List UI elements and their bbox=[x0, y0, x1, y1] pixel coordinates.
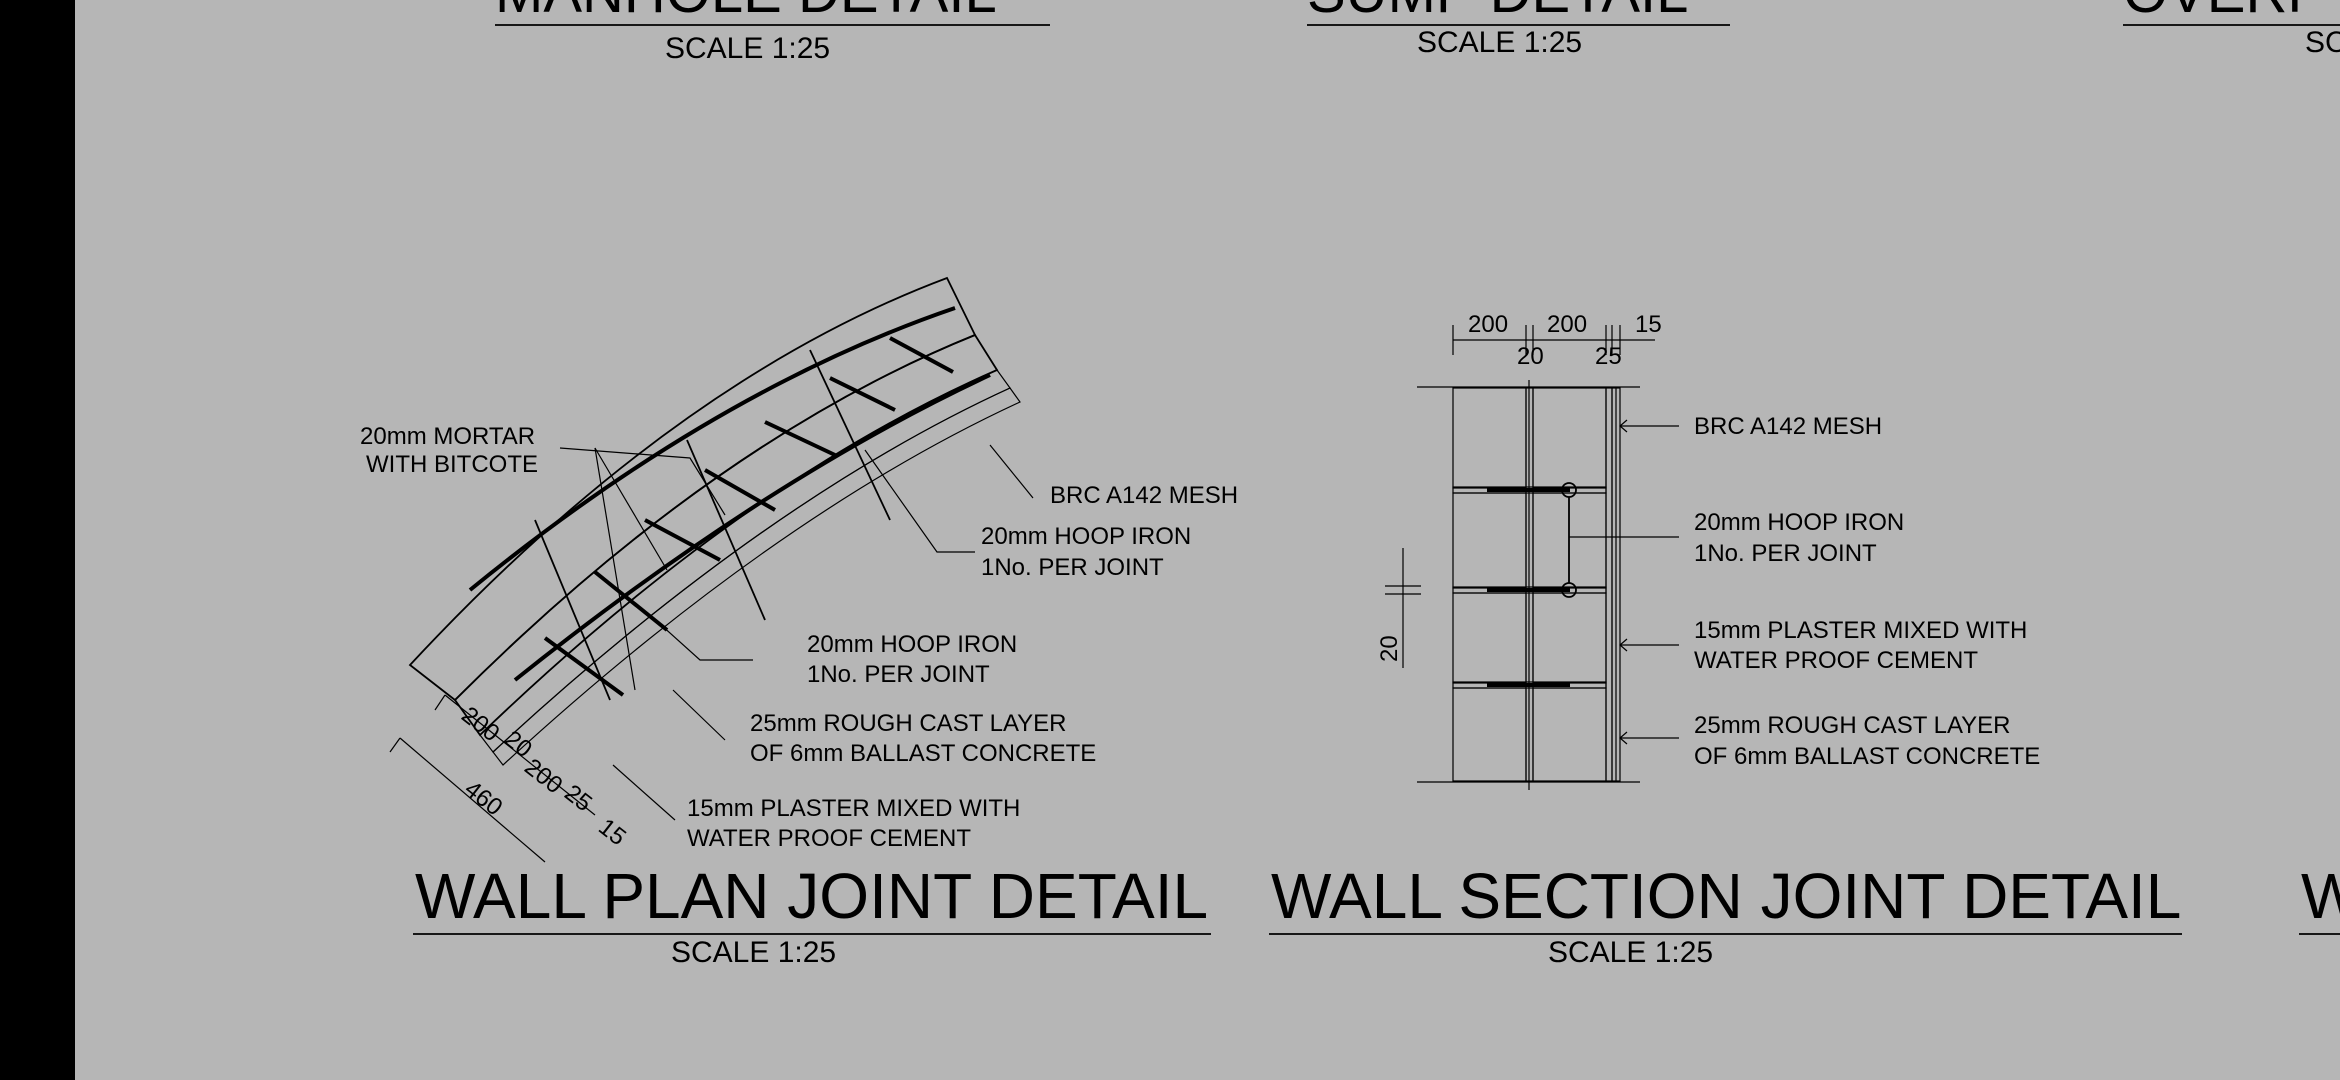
plan-label-hoop-b-2: 1No. PER JOINT bbox=[807, 661, 990, 688]
section-label-rough-1: 25mm ROUGH CAST LAYER bbox=[1694, 712, 2011, 739]
section-dim-200a: 200 bbox=[1468, 311, 1508, 338]
section-dim-15: 15 bbox=[1635, 311, 1662, 338]
manhole-detail-header: MANHOLE DETAIL SCALE 1:25 bbox=[495, 0, 1050, 65]
manhole-scale: SCALE 1:25 bbox=[665, 32, 830, 65]
section-scale: SCALE 1:25 bbox=[1548, 936, 1713, 969]
section-dim-25: 25 bbox=[1595, 343, 1622, 370]
plan-label-hoop-b-1: 20mm HOOP IRON bbox=[807, 631, 1017, 658]
section-title: WALL SECTION JOINT DETAIL bbox=[1271, 860, 2181, 932]
plan-label-plaster-2: WATER PROOF CEMENT bbox=[687, 825, 971, 852]
drawing-sheet: MANHOLE DETAIL SCALE 1:25 SUMP DETAIL SC… bbox=[360, 0, 2340, 969]
plan-dim-200a: 200 bbox=[456, 701, 504, 747]
wall-section-title-block: WALL SECTION JOINT DETAIL SCALE 1:25 bbox=[1269, 860, 2182, 969]
section-dim-joint: 20 bbox=[1376, 635, 1403, 662]
plan-label-hoop-a-2: 1No. PER JOINT bbox=[981, 554, 1164, 581]
plan-scale: SCALE 1:25 bbox=[671, 936, 836, 969]
plan-label-rough-2: OF 6mm BALLAST CONCRETE bbox=[750, 740, 1096, 767]
section-label-brc: BRC A142 MESH bbox=[1694, 413, 1882, 440]
wall-section-labels: 200 200 15 20 25 20 BRC A142 MESH 20mm H… bbox=[1376, 311, 2040, 770]
plan-label-plaster-1: 15mm PLASTER MIXED WITH bbox=[687, 795, 1020, 822]
sump-detail-header: SUMP DETAIL SCALE 1:25 bbox=[1307, 0, 1730, 59]
right-partial-title-block: WAL bbox=[2299, 860, 2340, 935]
wall-plan-labels: 20mm MORTAR WITH BITCOTE BRC A142 MESH 2… bbox=[360, 423, 1238, 852]
section-label-hoop-1: 20mm HOOP IRON bbox=[1694, 509, 1904, 536]
section-label-hoop-2: 1No. PER JOINT bbox=[1694, 540, 1877, 567]
right-partial-scale: SC bbox=[2305, 26, 2340, 59]
drawing-viewer[interactable]: MANHOLE DETAIL SCALE 1:25 SUMP DETAIL SC… bbox=[75, 0, 2340, 1080]
plan-label-rough-1: 25mm ROUGH CAST LAYER bbox=[750, 710, 1067, 737]
right-partial-bottom-title: WAL bbox=[2301, 860, 2340, 932]
plan-dim-460: 460 bbox=[459, 775, 507, 821]
plan-label-mortar-2: WITH BITCOTE bbox=[366, 451, 538, 478]
plan-title: WALL PLAN JOINT DETAIL bbox=[415, 860, 1208, 932]
wall-plan-drawing bbox=[389, 276, 1034, 863]
section-label-plaster-1: 15mm PLASTER MIXED WITH bbox=[1694, 617, 2027, 644]
plan-dim-20: 20 bbox=[499, 725, 537, 763]
plan-dim-15: 15 bbox=[593, 813, 631, 851]
sump-scale: SCALE 1:25 bbox=[1417, 26, 1582, 59]
plan-label-hoop-a-1: 20mm HOOP IRON bbox=[981, 523, 1191, 550]
section-label-plaster-2: WATER PROOF CEMENT bbox=[1694, 647, 1978, 674]
plan-label-mortar-1: 20mm MORTAR bbox=[360, 423, 535, 450]
wall-section-drawing bbox=[1385, 325, 1679, 790]
manhole-title: MANHOLE DETAIL bbox=[495, 0, 997, 25]
right-partial-title: OVERF bbox=[2123, 0, 2323, 25]
section-label-rough-2: OF 6mm BALLAST CONCRETE bbox=[1694, 743, 2040, 770]
right-partial-header: OVERF SC bbox=[2123, 0, 2340, 59]
section-dim-200b: 200 bbox=[1547, 311, 1587, 338]
viewer-left-border bbox=[0, 0, 75, 1080]
plan-label-brc: BRC A142 MESH bbox=[1050, 482, 1238, 509]
wall-plan-title-block: WALL PLAN JOINT DETAIL SCALE 1:25 bbox=[413, 860, 1211, 969]
sump-title: SUMP DETAIL bbox=[1307, 0, 1688, 25]
section-dim-20: 20 bbox=[1517, 343, 1544, 370]
